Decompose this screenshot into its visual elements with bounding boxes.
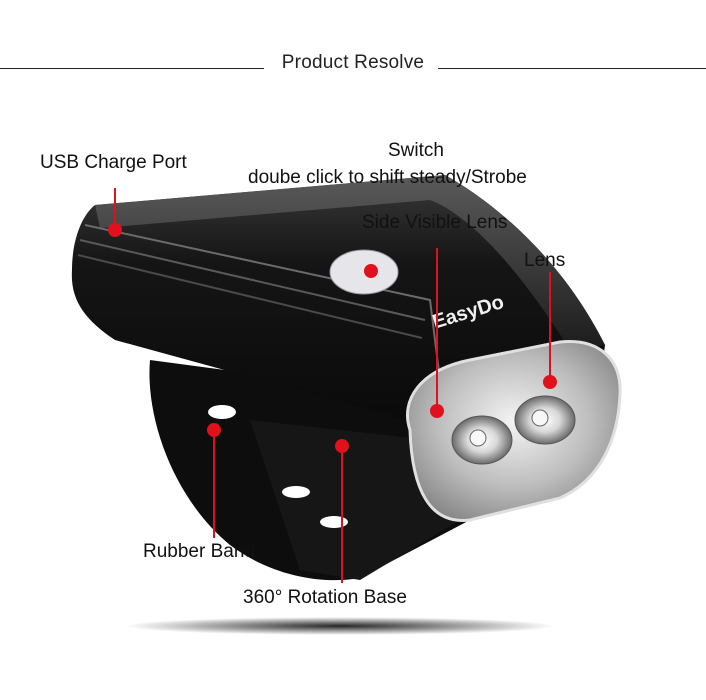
header-title: Product Resolve xyxy=(281,52,425,73)
light-body-top xyxy=(95,175,605,350)
band-hole xyxy=(208,405,236,419)
header-divider-left xyxy=(0,68,264,69)
floor-shadow xyxy=(125,617,555,635)
marker-usb xyxy=(108,223,122,237)
band-hole xyxy=(320,516,348,528)
led-core xyxy=(469,429,487,447)
marker-lens xyxy=(543,375,557,389)
marker-switch xyxy=(364,264,378,278)
band-hole xyxy=(282,486,310,498)
label-rotation-base: 360° Rotation Base xyxy=(243,587,407,608)
label-rubber-band: Rubber Band xyxy=(143,541,255,562)
front-lens xyxy=(406,340,622,522)
header-divider-right xyxy=(438,68,706,69)
marker-side-lens xyxy=(430,404,444,418)
marker-rubber-band xyxy=(207,423,221,437)
label-switch: Switch xyxy=(388,140,444,161)
body-groove xyxy=(79,239,426,321)
label-usb-charge-port: USB Charge Port xyxy=(40,152,187,173)
label-lens: Lens xyxy=(524,250,566,271)
label-switch-description: doube click to shift steady/Strobe xyxy=(248,167,527,188)
switch-button-shape xyxy=(329,249,399,295)
rotation-base-shape xyxy=(250,420,460,580)
marker-base xyxy=(335,439,349,453)
led-core xyxy=(531,409,549,427)
body-groove xyxy=(77,254,423,339)
label-side-visible-lens: Side Visible Lens xyxy=(362,212,508,233)
